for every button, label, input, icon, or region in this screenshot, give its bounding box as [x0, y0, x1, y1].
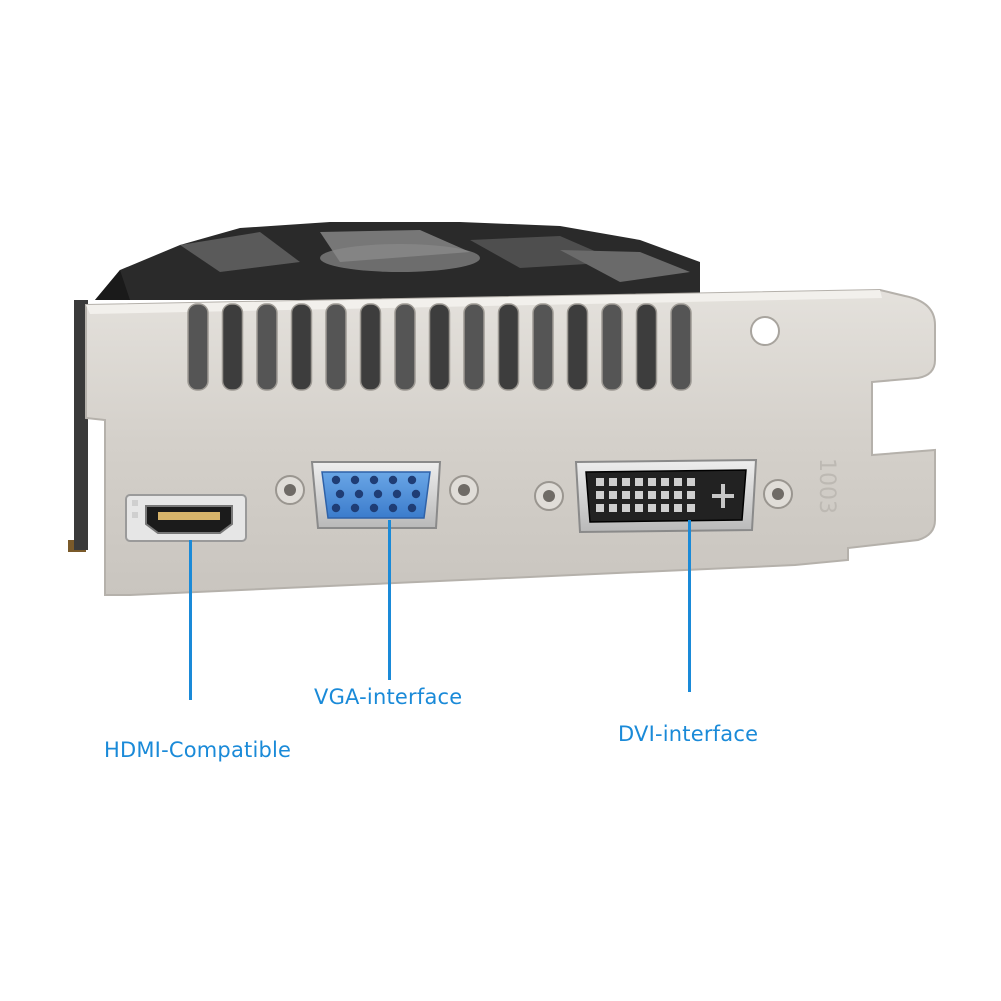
dvi-pin — [661, 478, 669, 486]
dvi-label: DVI-interface — [618, 722, 759, 746]
vga-port — [275, 461, 479, 529]
dvi-pin — [661, 491, 669, 499]
dvi-pin — [674, 478, 682, 486]
vent-slot — [325, 303, 347, 391]
dvi-pin — [648, 478, 656, 486]
dvi-pin — [648, 504, 656, 512]
dvi-pin — [635, 478, 643, 486]
dvi-pin — [622, 478, 630, 486]
vga-pin — [354, 489, 364, 499]
vga-pin — [335, 489, 345, 499]
vent-slot — [394, 303, 416, 391]
dvi-pin — [622, 491, 630, 499]
dvi-port — [534, 458, 793, 534]
dvi-pin — [687, 491, 695, 499]
dvi-pin — [596, 491, 604, 499]
vent-slot — [290, 303, 313, 391]
vent-slot — [601, 303, 623, 391]
vent-slot — [187, 303, 209, 391]
vga-pin — [407, 475, 417, 485]
vent-slot — [359, 303, 382, 391]
mounting-hole — [750, 316, 780, 346]
vga-pin — [331, 503, 341, 513]
vga-pin — [331, 475, 341, 485]
vga-pin — [407, 503, 417, 513]
vga-pin — [411, 489, 421, 499]
dvi-pin — [648, 491, 656, 499]
bracket-marking: 1003 — [814, 458, 839, 514]
dvi-pin — [596, 504, 604, 512]
dvi-pins — [596, 478, 695, 512]
dvi-pin — [635, 491, 643, 499]
vent-slot — [635, 303, 658, 391]
hdmi-port — [125, 494, 247, 542]
vga-leader-line — [388, 520, 391, 680]
vga-pin — [388, 475, 398, 485]
vent-slot — [497, 303, 520, 391]
dvi-pin — [674, 504, 682, 512]
cooler-shroud — [95, 222, 700, 300]
dvi-pin — [661, 504, 669, 512]
dvi-pin — [609, 491, 617, 499]
vent-slot — [532, 303, 554, 391]
dvi-pin — [609, 478, 617, 486]
dvi-pin — [622, 504, 630, 512]
dvi-pin — [674, 491, 682, 499]
vga-pin — [350, 503, 360, 513]
vga-label: VGA-interface — [314, 685, 463, 709]
vga-pin — [350, 475, 360, 485]
vent-slot — [463, 303, 485, 391]
vent-slot — [566, 303, 589, 391]
dvi-pin — [687, 478, 695, 486]
vga-pin — [373, 489, 383, 499]
vent-slot — [221, 303, 244, 391]
vga-pins — [331, 475, 421, 513]
dvi-pin — [596, 478, 604, 486]
vent-slot — [428, 303, 451, 391]
hdmi-label: HDMI-Compatible — [104, 738, 292, 762]
vga-pin — [388, 503, 398, 513]
vent-slot — [670, 303, 692, 391]
dvi-pin — [609, 504, 617, 512]
dvi-pin — [687, 504, 695, 512]
vga-pin — [369, 503, 379, 513]
dvi-pin — [635, 504, 643, 512]
ventilation-slots — [187, 303, 692, 391]
hdmi-leader-line — [189, 540, 192, 700]
vga-pin — [369, 475, 379, 485]
vga-pin — [392, 489, 402, 499]
vent-slot — [256, 303, 278, 391]
dvi-leader-line — [688, 520, 691, 692]
pcb-edge — [68, 300, 88, 552]
